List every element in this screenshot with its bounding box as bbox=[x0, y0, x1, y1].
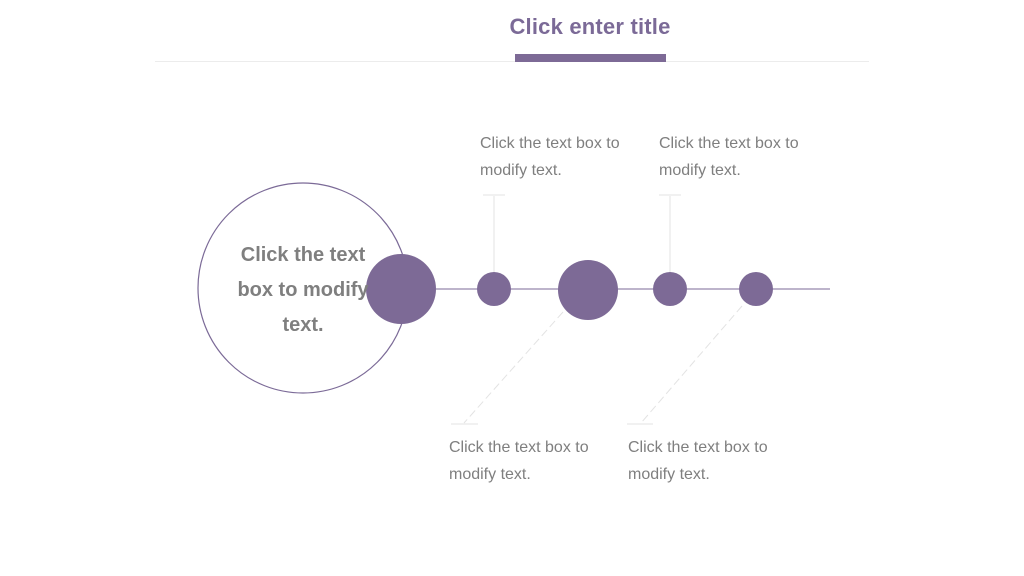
node-circle-large-2 bbox=[558, 260, 618, 320]
node-circle-small-2 bbox=[653, 272, 687, 306]
node-circle-small-3 bbox=[739, 272, 773, 306]
main-circle-label[interactable]: Click the text box to modify text. bbox=[237, 244, 369, 336]
node-circle-large-1 bbox=[366, 254, 436, 324]
node-circle-small-1 bbox=[477, 272, 511, 306]
connector-line-3 bbox=[463, 311, 564, 424]
connector-line-4 bbox=[640, 305, 743, 424]
note-text-4[interactable]: Click the text box to modify text. bbox=[628, 439, 768, 483]
note-text-2[interactable]: Click the text box to modify text. bbox=[659, 135, 799, 179]
note-text-1[interactable]: Click the text box to modify text. bbox=[480, 135, 620, 179]
title-accent-bar bbox=[515, 54, 666, 62]
header-divider bbox=[155, 61, 869, 62]
slide-title[interactable]: Click enter title bbox=[509, 14, 671, 39]
note-text-3[interactable]: Click the text box to modify text. bbox=[449, 439, 589, 483]
